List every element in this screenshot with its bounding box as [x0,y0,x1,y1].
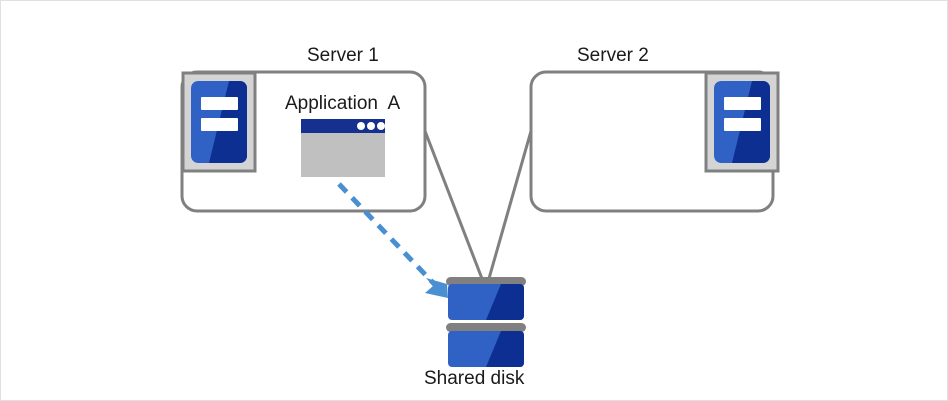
line-server-1-to-disk [423,130,488,290]
server-1-label: Server 1 [307,45,379,66]
server-icon-bar-bottom [724,118,761,131]
server-2-label: Server 2 [577,45,649,66]
line-server-2-to-disk [484,130,533,290]
shared-disk-label: Shared disk [424,368,525,389]
window-dot-3 [377,122,385,130]
disk-platter-bottom [448,331,524,367]
server-2-icon-group [704,71,780,173]
server-2-node[interactable] [529,70,780,213]
disk-bar-top [446,277,526,286]
server-icon-bar-top [724,97,761,110]
disk-bar-middle [446,323,526,332]
connection-lines [423,130,533,290]
disk-platter-top [448,284,524,320]
application-window-icon[interactable] [301,119,385,177]
window-dot-2 [367,122,375,130]
window-dot-1 [357,122,365,130]
server-icon-bar-top [201,97,238,110]
server-1-icon-group [181,71,257,173]
dashed-arrow-head [425,278,448,298]
server-icon-bar-bottom [201,118,238,131]
application-a-to-disk-arrow [337,182,448,298]
shared-disk-node[interactable] [446,277,526,367]
application-a-label: Application A [285,93,401,114]
server-1-node[interactable] [180,70,427,213]
application-window-titlebar [301,119,385,133]
dashed-arrow-line [337,182,440,290]
